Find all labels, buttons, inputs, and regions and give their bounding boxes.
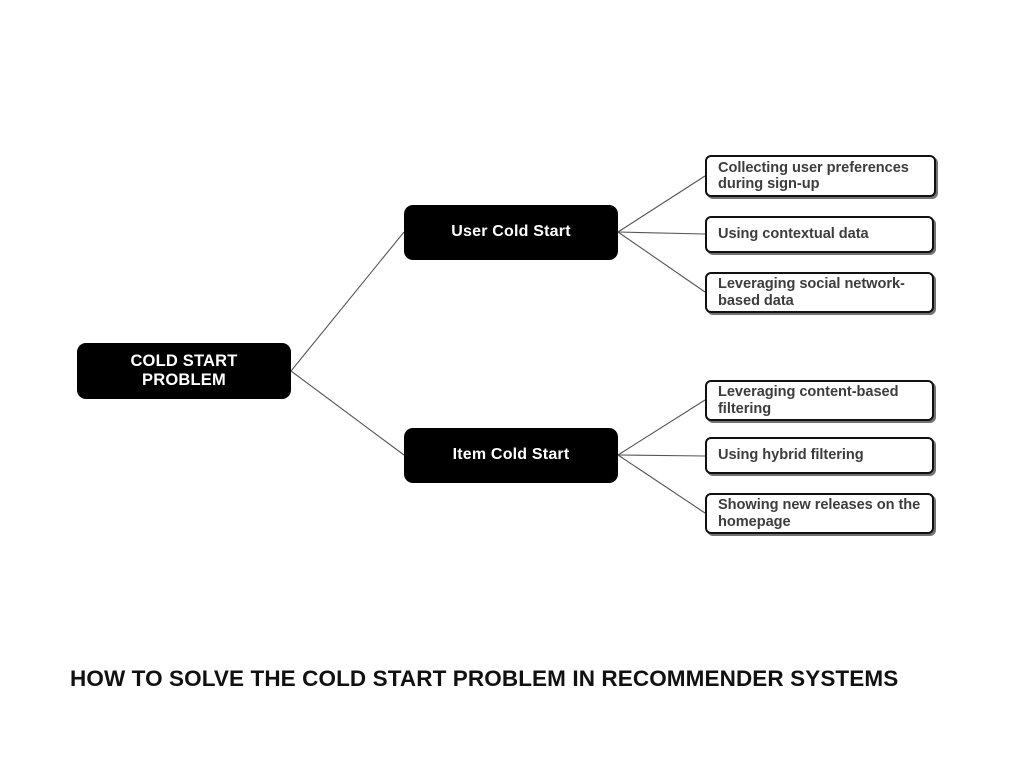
leaf-node-label: Using hybrid filtering bbox=[718, 447, 864, 464]
leaf-node-leveraging-content-based-filtering[interactable]: Leveraging content-based filtering bbox=[705, 380, 934, 421]
leaf-node-using-hybrid-filtering[interactable]: Using hybrid filtering bbox=[705, 437, 934, 474]
leaf-node-leveraging-social-network-data[interactable]: Leveraging social network-based data bbox=[705, 272, 934, 313]
edge-user-to-leaf-1 bbox=[617, 175, 706, 233]
edge-item-to-leaf-3 bbox=[617, 454, 706, 514]
leaf-node-label: Using contextual data bbox=[718, 226, 869, 243]
edge-user-to-leaf-2 bbox=[617, 231, 706, 235]
leaf-node-label: Showing new releases on the homepage bbox=[718, 497, 921, 530]
edge-root-to-item-cold-start bbox=[290, 370, 405, 456]
leaf-node-label: Collecting user preferences during sign-… bbox=[718, 159, 909, 192]
edge-item-to-leaf-1 bbox=[617, 399, 706, 456]
edge-item-to-leaf-2 bbox=[617, 454, 706, 457]
branch-node-item-cold-start[interactable]: Item Cold Start bbox=[404, 428, 618, 483]
edge-user-to-leaf-3 bbox=[617, 231, 706, 293]
leaf-node-label: Leveraging social network-based data bbox=[718, 276, 905, 309]
edge-root-to-user-cold-start bbox=[290, 231, 405, 372]
leaf-node-using-contextual-data[interactable]: Using contextual data bbox=[705, 216, 934, 253]
branch-node-label: User Cold Start bbox=[451, 223, 571, 241]
leaf-node-showing-new-releases[interactable]: Showing new releases on the homepage bbox=[705, 493, 934, 534]
leaf-node-label: Leveraging content-based filtering bbox=[718, 384, 899, 417]
leaf-node-collecting-user-preferences[interactable]: Collecting user preferences during sign-… bbox=[705, 155, 936, 197]
branch-node-label: Item Cold Start bbox=[452, 446, 570, 464]
diagram-footer-title: HOW TO SOLVE THE COLD START PROBLEM IN R… bbox=[70, 666, 899, 691]
branch-node-user-cold-start[interactable]: User Cold Start bbox=[404, 205, 618, 260]
